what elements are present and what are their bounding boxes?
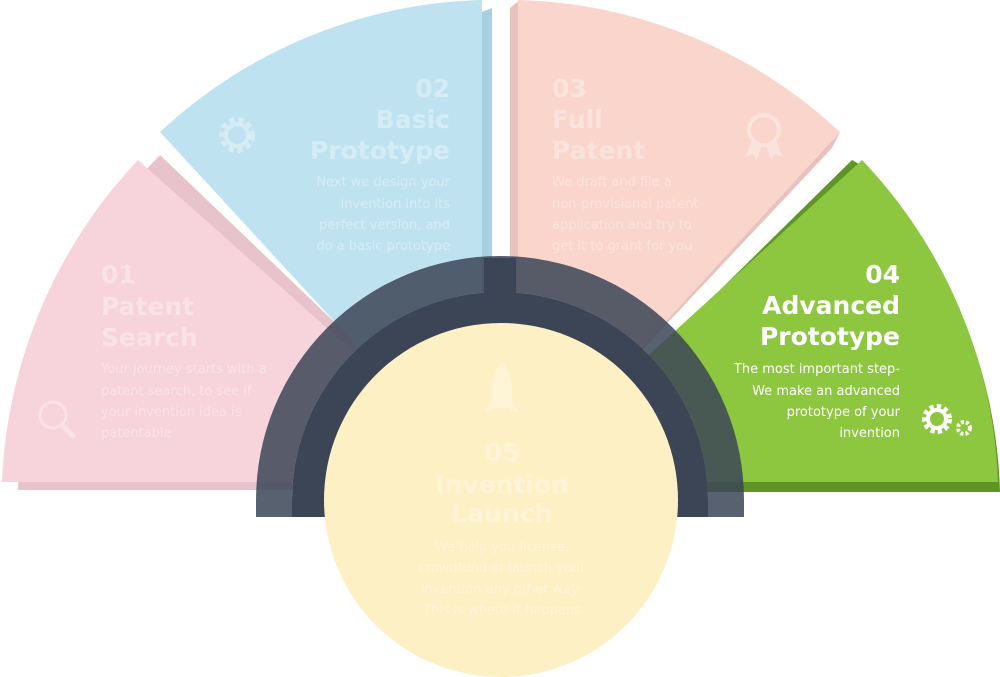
step-body: application and try to xyxy=(552,218,692,233)
step-body: Next we design your xyxy=(316,175,450,190)
step-body: We make an advanced xyxy=(752,384,900,399)
step-body: invention into its xyxy=(341,197,451,212)
step-body: prototype of your xyxy=(787,405,901,420)
step-title: Patent xyxy=(552,136,645,165)
step-02-text: 02 Basic Prototype Next we design your i… xyxy=(310,74,451,254)
dark-ring xyxy=(256,256,744,517)
step-body: non-provisional patent xyxy=(552,197,699,212)
step-body: We help you license, xyxy=(435,540,569,555)
step-body: perfect version, and xyxy=(319,218,450,233)
center-circle[interactable] xyxy=(324,323,678,677)
step-body: get it to grant for you xyxy=(552,239,692,254)
step-title: Basic xyxy=(376,105,450,134)
step-number: 04 xyxy=(865,260,900,289)
step-title: Prototype xyxy=(760,322,900,351)
award-ribbon-icon xyxy=(745,113,783,160)
magnifier-icon xyxy=(38,400,76,439)
step-title: Search xyxy=(101,323,198,352)
step-title: Patent xyxy=(101,292,194,321)
step-title: Invention xyxy=(435,470,569,499)
step-title: Advanced xyxy=(762,291,900,320)
step-body: crowdfund or launch your xyxy=(419,561,586,576)
step-body: This is where it happens xyxy=(422,603,581,618)
step-body: your invention idea is xyxy=(101,405,242,420)
step-body: invention xyxy=(839,426,900,441)
step-05-text: 05 Invention Launch We help you license,… xyxy=(419,438,586,618)
step-body: We draft and file a xyxy=(552,175,672,190)
step-01-text: 01 Patent Search Your journey starts wit… xyxy=(100,260,267,441)
step-number: 02 xyxy=(415,74,450,103)
step-body: do a basic prototype xyxy=(316,239,450,254)
step-body: patent search, to see if xyxy=(101,384,252,399)
step-title: Prototype xyxy=(310,136,450,165)
gears-icon xyxy=(922,404,972,436)
step-03-text: 03 Full Patent We draft and file a non-p… xyxy=(552,74,699,254)
step-number: 05 xyxy=(485,438,520,467)
step-number: 01 xyxy=(101,260,136,289)
step-body: patentable xyxy=(101,426,171,441)
step-body: Your journey starts with a xyxy=(100,362,267,377)
step-number: 03 xyxy=(552,74,587,103)
step-title: Full xyxy=(552,105,603,134)
step-body: The most important step- xyxy=(733,362,900,377)
rocket-icon xyxy=(484,362,520,412)
step-body: invention any other way- xyxy=(421,582,584,597)
step-title: Launch xyxy=(451,499,552,528)
gear-icon xyxy=(219,117,255,153)
step-04-text: 04 Advanced Prototype The most important… xyxy=(733,260,901,441)
